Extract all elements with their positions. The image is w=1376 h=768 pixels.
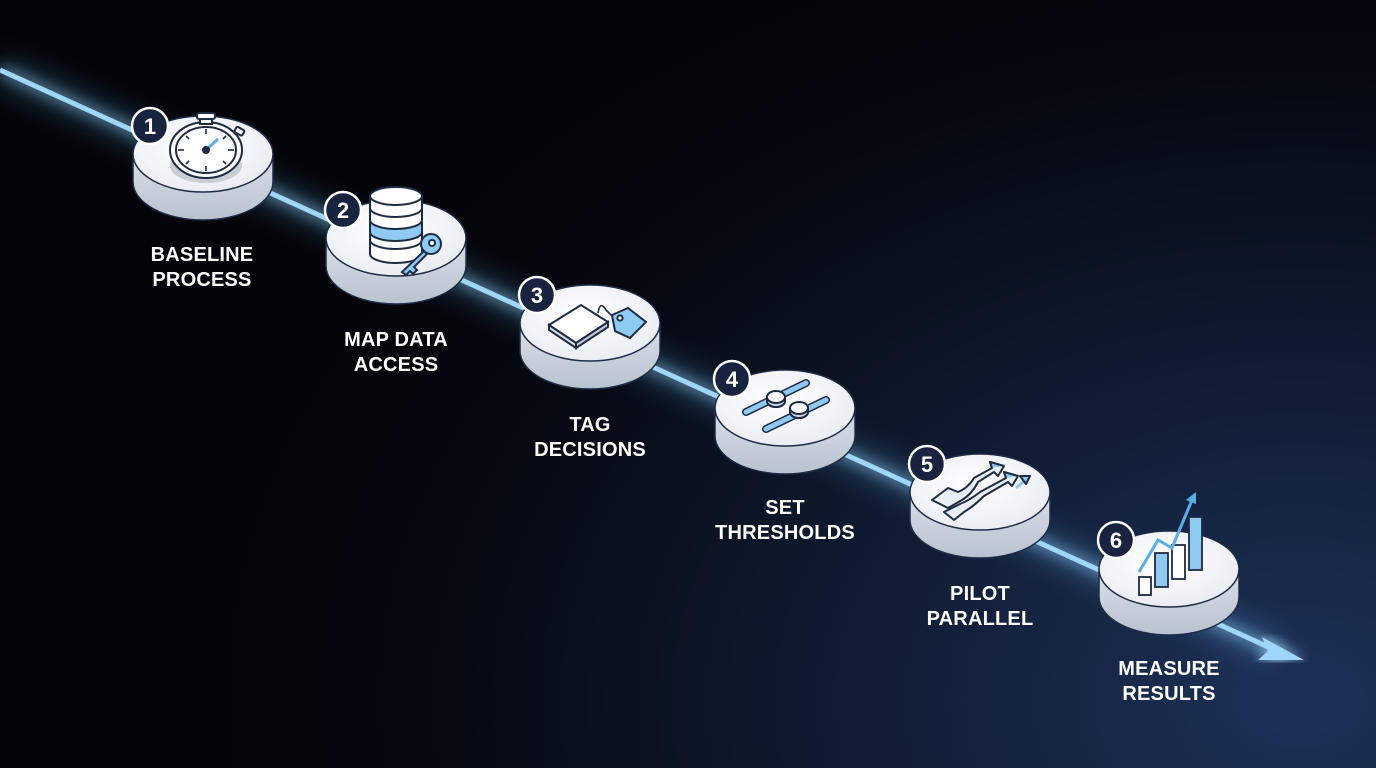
step-badge: 3 (517, 275, 557, 315)
step-number: 3 (531, 283, 543, 308)
step-disc (1098, 530, 1240, 636)
database-key-icon (369, 186, 442, 277)
step-badge: 6 (1096, 520, 1136, 560)
step-number: 1 (144, 114, 156, 139)
label-line: PARALLEL (926, 608, 1034, 630)
tag-icon (547, 303, 648, 350)
step-3-label: TAG DECISIONS (480, 413, 700, 463)
step-2-label: MAP DATA ACCESS (286, 328, 506, 378)
step-6: 6 (1096, 492, 1240, 636)
step-badge: 1 (130, 106, 170, 146)
label-line: TAG (569, 414, 611, 436)
label-line: PROCESS (152, 269, 252, 291)
step-4: 4 (712, 359, 856, 475)
step-number: 2 (337, 198, 349, 223)
label-line: MAP DATA (344, 329, 448, 351)
parallel-arrows-icon (931, 461, 1031, 521)
label-line: PILOT (950, 583, 1010, 605)
label-line: RESULTS (1122, 683, 1216, 705)
label-line: SET (765, 497, 805, 519)
step-1: 1 (130, 106, 274, 221)
arrowhead-icon (1258, 637, 1304, 660)
step-badge: 2 (323, 190, 363, 230)
step-1-label: BASELINE PROCESS (92, 243, 312, 293)
label-line: BASELINE (150, 244, 254, 266)
step-5: 5 (907, 444, 1051, 559)
label-line: ACCESS (353, 354, 439, 376)
step-number: 4 (726, 367, 739, 392)
step-number: 5 (921, 452, 933, 477)
step-disc (714, 369, 856, 475)
step-5-label: PILOT PARALLEL (870, 582, 1090, 632)
step-badge: 4 (712, 359, 752, 399)
step-2: 2 (323, 186, 467, 305)
stopwatch-icon (169, 112, 246, 183)
label-line: THRESHOLDS (715, 522, 855, 544)
label-line: DECISIONS (534, 439, 646, 461)
step-disc (519, 284, 661, 390)
step-3: 3 (517, 275, 661, 390)
step-number: 6 (1110, 528, 1122, 553)
step-6-label: MEASURE RESULTS (1059, 657, 1279, 707)
bar-chart-growth-icon (1137, 492, 1203, 596)
sliders-icon (742, 379, 830, 433)
label-line: MEASURE (1118, 658, 1220, 680)
step-4-label: SET THRESHOLDS (675, 496, 895, 546)
step-badge: 5 (907, 444, 947, 484)
